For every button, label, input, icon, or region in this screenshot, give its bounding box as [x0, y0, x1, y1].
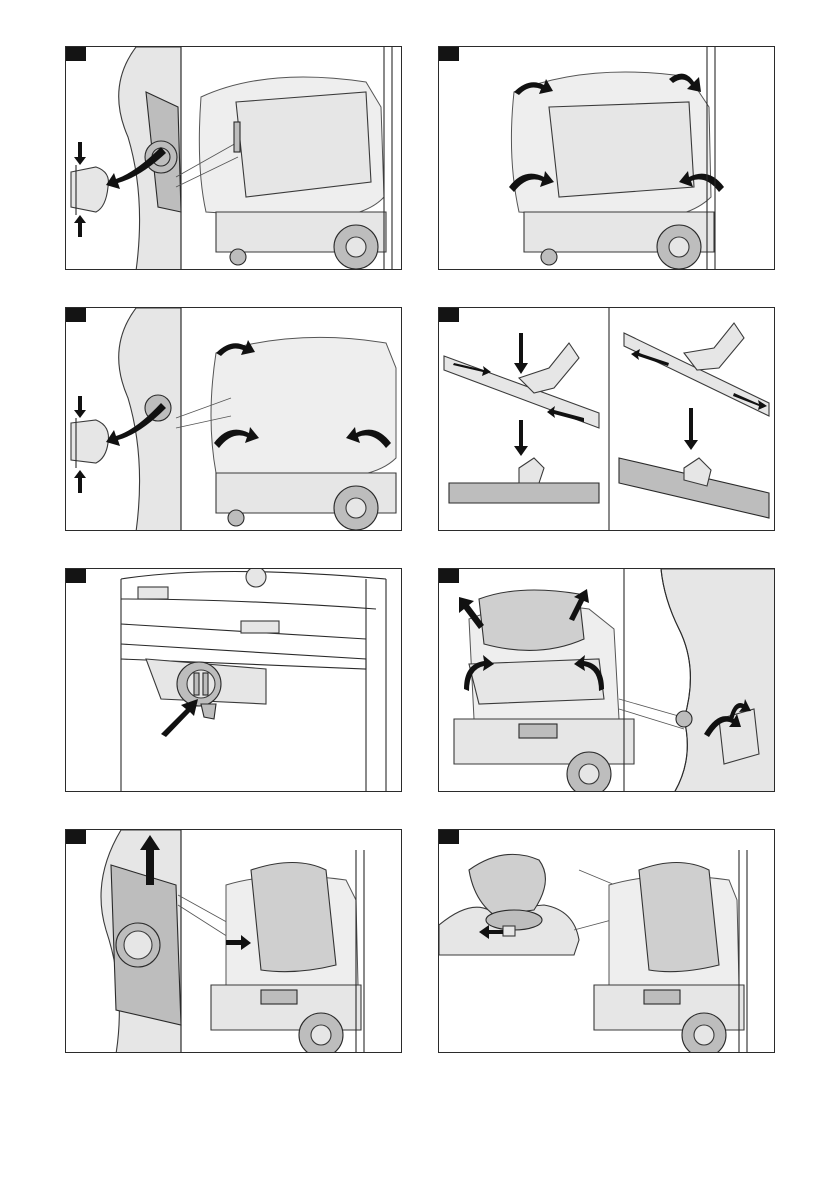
- panel-5-illustration: [66, 569, 402, 792]
- panel-8-illustration: [439, 830, 775, 1053]
- panel-4-illustration: [439, 308, 775, 531]
- panel-1-illustration: [66, 47, 402, 270]
- arrow-up-icon: [74, 470, 86, 493]
- arrow-down-icon: [514, 420, 528, 456]
- panel-1: [65, 46, 402, 270]
- panel-3: [65, 307, 402, 531]
- panel-2-illustration: [439, 47, 775, 270]
- panel-4: [438, 307, 775, 531]
- panel-7-illustration: [66, 830, 402, 1053]
- arrow-pointing-icon: [161, 699, 198, 737]
- panel-7: [65, 829, 402, 1053]
- panel-5: [65, 568, 402, 792]
- arrow-up-icon: [74, 215, 86, 237]
- panel-6: [438, 568, 775, 792]
- panel-3-illustration: [66, 308, 402, 531]
- arrow-down-icon: [514, 333, 528, 374]
- arrow-down-icon: [684, 408, 698, 450]
- panel-8: [438, 829, 775, 1053]
- panel-6-illustration: [439, 569, 775, 792]
- arrow-down-icon: [74, 142, 86, 165]
- arrow-down-icon: [74, 396, 86, 418]
- panel-2: [438, 46, 775, 270]
